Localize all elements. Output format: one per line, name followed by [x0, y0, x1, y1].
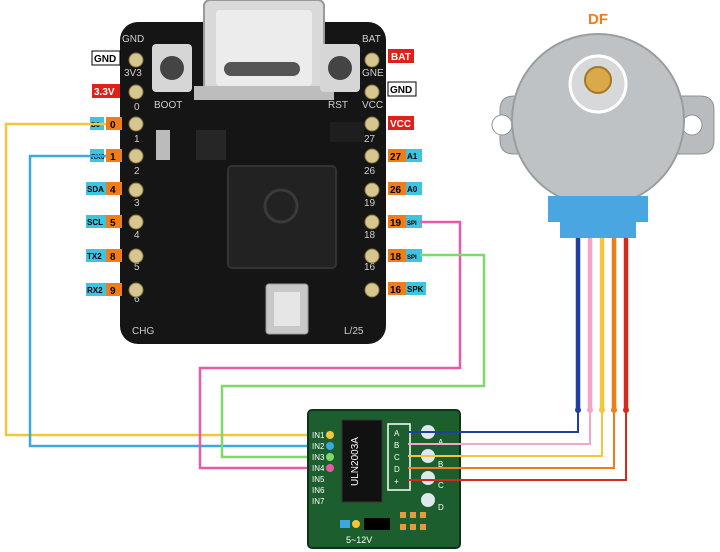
svg-text:IN3: IN3 — [312, 453, 325, 462]
wire-motor-yellow — [408, 408, 603, 457]
label-spi-19: SPI — [407, 221, 417, 227]
svg-text:D: D — [394, 465, 400, 474]
svg-text:0: 0 — [134, 102, 140, 113]
wire-motor-red — [408, 408, 627, 481]
svg-text:A: A — [394, 429, 400, 438]
wire-yellow-pin0 — [4, 122, 318, 437]
svg-text:27: 27 — [364, 134, 376, 145]
wire-motor-orange — [408, 408, 615, 469]
svg-text:IN2: IN2 — [312, 442, 325, 451]
led-letters: A B C D — [438, 438, 444, 512]
label-pin-0: 0 — [110, 120, 116, 131]
label-pin-8: 8 — [110, 252, 116, 263]
signal-wires — [4, 122, 486, 470]
label-pin-5: 5 — [110, 218, 116, 229]
label-rx2: RX2 — [87, 286, 103, 295]
silk-rst: RST — [328, 100, 348, 111]
label-pin-18: 18 — [390, 252, 402, 263]
label-scl: SCL — [87, 218, 103, 227]
label-pin-16: 16 — [390, 285, 402, 296]
label-sda: SDA — [87, 185, 104, 194]
silk-boot: BOOT — [154, 100, 182, 111]
driver-chip-label: ULN2003A — [350, 437, 361, 486]
driver-inputs: IN1 IN2 IN3 IN4 IN5 IN6 IN7 — [312, 431, 325, 506]
svg-text:B: B — [394, 441, 399, 450]
silk-bat: BAT — [362, 34, 381, 45]
label-spk: SPK — [407, 285, 424, 294]
label-pin-9: 9 — [110, 286, 116, 297]
stepper-motor: DF — [491, 11, 715, 238]
wire-green-pin18 — [220, 253, 486, 459]
svg-text:1: 1 — [134, 134, 140, 145]
silk-gnd: GND — [122, 34, 144, 45]
silk-vcc: VCC — [362, 100, 383, 111]
motor-shaft — [584, 66, 612, 94]
left-pin-numbers: 0 1 2 3 4 5 6 — [134, 102, 140, 305]
label-pin-19: 19 — [390, 218, 402, 229]
svg-text:+: + — [394, 477, 399, 486]
silk-3v3: 3V3 — [124, 68, 142, 79]
label-gnd-right: GND — [390, 85, 412, 96]
svg-text:5: 5 — [134, 262, 140, 273]
svg-text:IN5: IN5 — [312, 475, 325, 484]
silk-gnd-right: GNE — [362, 68, 384, 79]
label-a0: A0 — [407, 185, 418, 194]
svg-text:IN4: IN4 — [312, 464, 325, 473]
label-rx0: RX0 — [91, 154, 105, 161]
svg-text:16: 16 — [364, 262, 376, 273]
svg-text:IN6: IN6 — [312, 486, 325, 495]
label-3v3: 3.3V — [94, 87, 115, 98]
svg-text:B: B — [438, 460, 443, 469]
motor-cable — [575, 238, 629, 408]
silk-chg: CHG — [132, 326, 154, 337]
svg-text:IN7: IN7 — [312, 497, 325, 506]
svg-text:A: A — [438, 438, 444, 447]
uln2003a-chip — [341, 419, 383, 503]
driver-voltage: 5~12V — [346, 535, 372, 545]
svg-text:3: 3 — [134, 198, 140, 209]
microcontroller-board: GND 3V3 BAT GNE BOOT RST VCC CHG L/25 0 … — [120, 0, 386, 344]
right-pin-labels: BAT GND VCC 27 A1 26 A0 19 SPI 18 SPI 16… — [387, 49, 426, 296]
wire-blue-pin1 — [28, 154, 318, 448]
svg-text:26: 26 — [364, 166, 376, 177]
wire-pink-pin19 — [198, 220, 462, 470]
motor-output-wires — [408, 408, 627, 481]
silk-l25: L/25 — [344, 326, 364, 337]
label-d0: D0 — [91, 122, 100, 129]
label-bat: BAT — [391, 52, 411, 63]
label-pin-4: 4 — [110, 185, 116, 196]
wire-motor-pink — [408, 408, 591, 445]
label-spi-18: SPI — [407, 255, 417, 261]
svg-text:4: 4 — [134, 230, 140, 241]
label-pin-27: 27 — [390, 152, 402, 163]
label-a1: A1 — [407, 152, 418, 161]
label-pin-26: 26 — [390, 185, 402, 196]
left-pin-labels: GND 3.3V D0 0 RX0 1 SDA 4 SCL 5 TX2 8 RX… — [86, 50, 122, 297]
wire-motor-blue — [408, 408, 579, 433]
svg-text:C: C — [394, 453, 400, 462]
motor-label: DF — [588, 11, 608, 28]
label-vcc: VCC — [390, 119, 411, 130]
svg-text:18: 18 — [364, 230, 376, 241]
svg-text:19: 19 — [364, 198, 376, 209]
svg-text:IN1: IN1 — [312, 431, 325, 440]
coil-letters: A B C D + — [394, 429, 400, 486]
label-tx2: TX2 — [87, 252, 102, 261]
svg-text:2: 2 — [134, 166, 140, 177]
rp2040-chip — [227, 165, 337, 269]
right-pin-numbers: 27 26 19 18 16 — [364, 134, 376, 273]
svg-text:6: 6 — [134, 294, 140, 305]
svg-text:D: D — [438, 503, 444, 512]
label-gnd-left: GND — [94, 54, 116, 65]
pin-pads — [128, 52, 380, 298]
svg-text:C: C — [438, 481, 444, 490]
label-pin-1: 1 — [110, 152, 116, 163]
cable-ends — [575, 407, 629, 413]
